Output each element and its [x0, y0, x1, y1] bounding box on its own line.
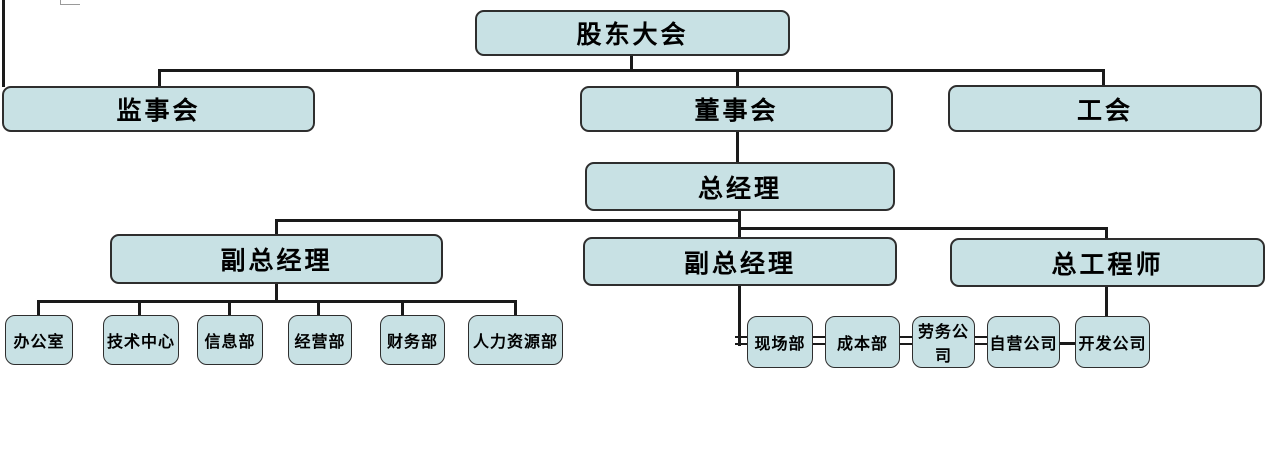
- node-label: 董事会: [694, 98, 779, 125]
- connector-bus-level4-right: [738, 227, 1108, 230]
- connector-deputy2-down: [738, 286, 741, 346]
- connector-bus-level2: [158, 69, 1105, 72]
- connector-drop-directors: [736, 69, 739, 87]
- node-general-manager[interactable]: 总经理: [585, 162, 895, 211]
- node-office[interactable]: 办公室: [5, 315, 73, 365]
- node-supervisory-board[interactable]: 监事会: [2, 86, 315, 132]
- node-label: 技术中心: [106, 334, 175, 351]
- connector-drop-union: [1102, 69, 1105, 86]
- connector-bus-join: [738, 219, 741, 230]
- node-label: 副总经理: [683, 250, 796, 278]
- connector-chain-cost-labor: [899, 336, 913, 345]
- node-label: 财务部: [386, 334, 438, 351]
- node-label: 人力资源部: [472, 334, 558, 351]
- connector-drop-supervisory: [158, 69, 161, 87]
- node-label: 股东大会: [576, 22, 689, 49]
- connector-gm-down: [738, 210, 741, 222]
- node-hr-dept[interactable]: 人力资源部: [468, 315, 563, 365]
- connector-shareholders-down: [630, 56, 633, 72]
- node-label: 副总经理: [220, 248, 333, 275]
- node-site-dept[interactable]: 现场部: [747, 316, 813, 368]
- connector-deputy1-down: [275, 284, 278, 303]
- connector-bus-depts: [37, 300, 517, 303]
- node-board-of-directors[interactable]: 董事会: [580, 86, 893, 132]
- connector-drop-office: [37, 300, 40, 315]
- node-development-co[interactable]: 开发公司: [1075, 316, 1150, 368]
- node-label: 现场部: [754, 336, 806, 353]
- connector-drop-hr: [514, 300, 517, 315]
- connector-drop-finance: [401, 300, 404, 315]
- connector-chain-selfop-dev: [1059, 342, 1076, 345]
- node-info-dept[interactable]: 信息部: [197, 315, 263, 365]
- node-deputy-gm-1[interactable]: 副总经理: [110, 234, 443, 284]
- node-label: 监事会: [116, 98, 201, 125]
- node-deputy-gm-2[interactable]: 副总经理: [583, 237, 897, 286]
- node-label: 成本部: [836, 336, 888, 353]
- node-self-operated-co[interactable]: 自营公司: [987, 316, 1060, 368]
- connector-drop-deputy2: [738, 227, 741, 237]
- node-tech-center[interactable]: 技术中心: [103, 315, 179, 365]
- node-label: 自营公司: [989, 336, 1058, 353]
- node-label: 劳务公司: [917, 324, 969, 365]
- node-chief-engineer[interactable]: 总工程师: [950, 238, 1265, 287]
- connector-chief-engineer-dev: [1105, 287, 1108, 317]
- node-labor-service-co[interactable]: 劳务公司: [912, 316, 975, 368]
- node-label: 总经理: [697, 175, 782, 203]
- connector-drop-tech-center: [138, 300, 141, 315]
- clipped-selection-artifact: [60, 0, 80, 5]
- connector-directors-gm: [736, 132, 739, 162]
- node-cost-dept[interactable]: 成本部: [825, 316, 900, 368]
- node-label: 工会: [1076, 97, 1133, 125]
- connector-drop-chief-engineer: [1105, 227, 1108, 238]
- edge-left-clipped-line: [2, 0, 5, 87]
- node-operations-dept[interactable]: 经营部: [288, 315, 352, 365]
- node-label: 开发公司: [1078, 336, 1147, 353]
- node-finance-dept[interactable]: 财务部: [380, 315, 445, 365]
- connector-drop-operations: [317, 300, 320, 315]
- connector-chain-labor-selfop: [974, 336, 988, 345]
- connector-bus-level4-left: [275, 219, 741, 222]
- node-label: 办公室: [13, 334, 65, 351]
- node-shareholders-meeting[interactable]: 股东大会: [475, 10, 790, 56]
- connector-drop-deputy1: [275, 219, 278, 234]
- connector-chain-site: [735, 336, 748, 345]
- node-label: 经营部: [294, 334, 346, 351]
- connector-drop-info-dept: [228, 300, 231, 315]
- node-label: 总工程师: [1051, 251, 1164, 279]
- node-labor-union[interactable]: 工会: [948, 85, 1262, 132]
- node-label: 信息部: [204, 334, 256, 351]
- connector-chain-site-cost: [812, 336, 826, 345]
